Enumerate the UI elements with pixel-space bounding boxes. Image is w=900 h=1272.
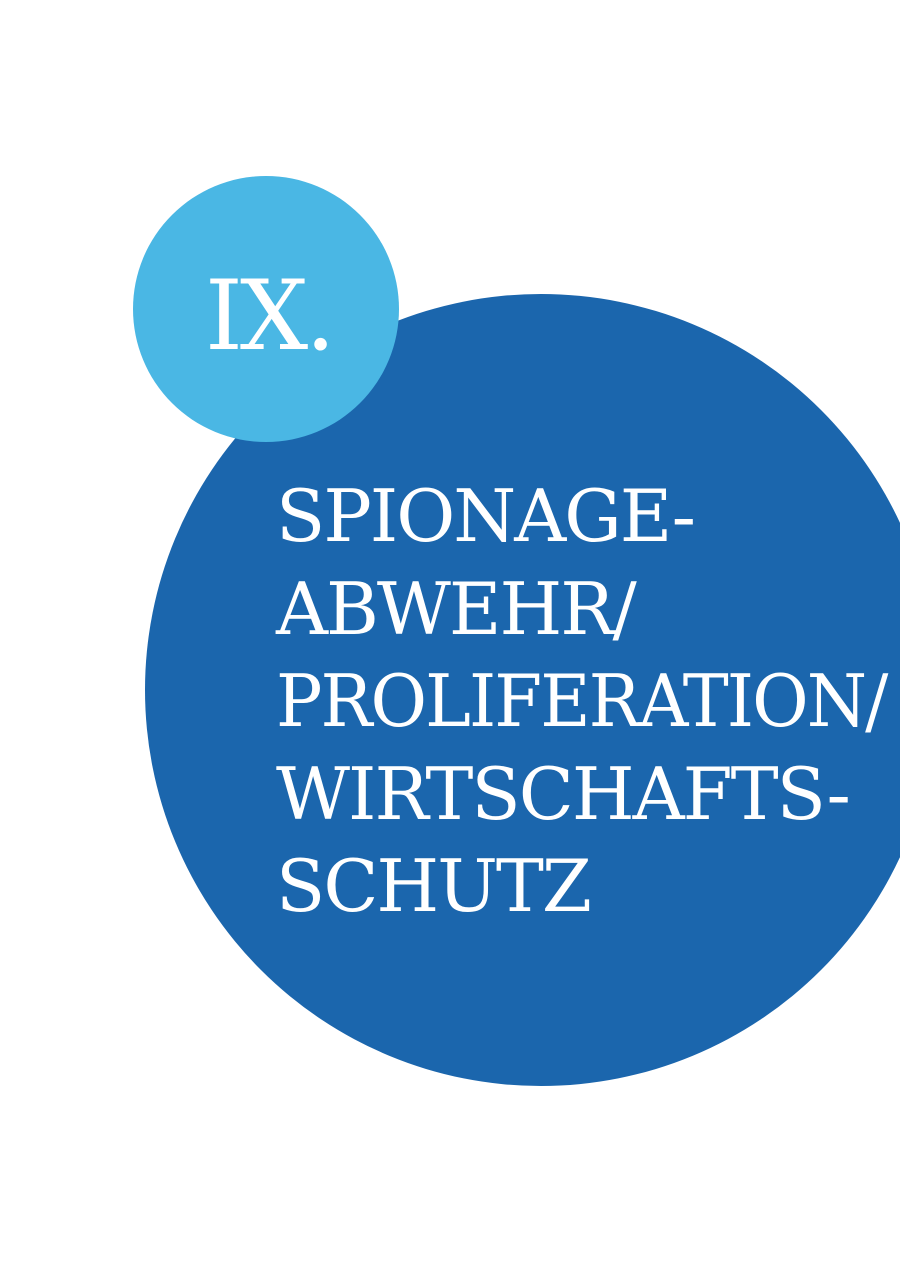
title-line-3: PROLIFERATION/ (276, 659, 888, 743)
chapter-title: SPIONAGE- ABWEHR/ PROLIFERATION/ WIRTSCH… (276, 470, 888, 933)
light-blue-circle (133, 176, 399, 442)
title-line-4: WIRTSCHAFTS- (276, 751, 851, 836)
title-line-1: SPIONAGE- (276, 474, 696, 558)
title-line-5: SCHUTZ (276, 844, 592, 928)
title-line-2: ABWEHR/ (276, 566, 637, 651)
chapter-numeral: IX. (205, 260, 336, 372)
